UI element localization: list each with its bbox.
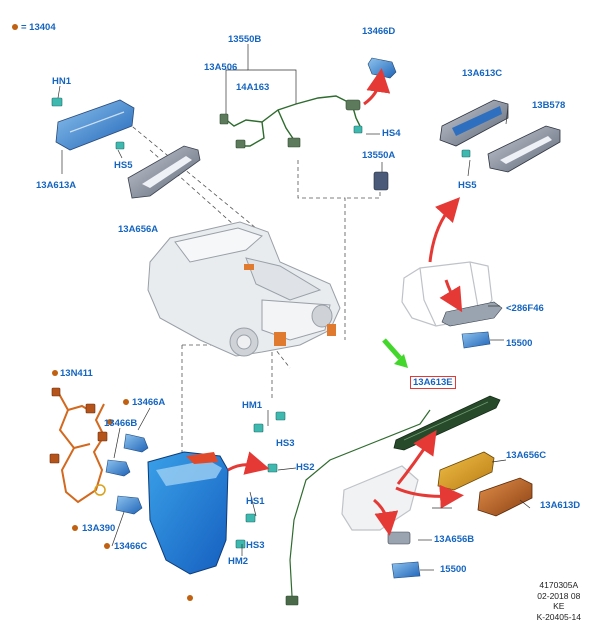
label-HS2: HS2: [296, 462, 315, 473]
label-15500-upper: 15500: [506, 338, 533, 349]
label-13N411: 13N411: [60, 368, 93, 379]
grommet-13A390: [94, 484, 106, 496]
label-13550B: 13550B: [228, 34, 262, 45]
drawing-date: 02-2018 08: [537, 590, 581, 601]
drawing-info: 4170305A 02-2018 08 KE K-20405-14: [537, 580, 581, 620]
bulb-15500-upper: [461, 331, 491, 349]
tail-lamp-housing: [147, 451, 229, 575]
lamp-13A656C: [437, 451, 495, 491]
label-13A506: 13A506: [204, 62, 238, 73]
label-13A613D: 13A613D: [540, 500, 581, 511]
legend-text: = 13404: [21, 22, 56, 33]
ref-dots: [52, 370, 129, 549]
label-13466B: 13466B: [104, 418, 138, 429]
bulbs-13466: [105, 433, 149, 515]
label-13A656A: 13A656A: [118, 224, 159, 235]
bracket-286F46: [441, 301, 503, 327]
label-13A390: 13A390: [82, 523, 116, 534]
label-HS5-right: HS5: [458, 180, 477, 191]
screw-dot: [187, 595, 193, 601]
label-HS4: HS4: [382, 128, 401, 139]
label-13A613C: 13A613C: [462, 68, 503, 79]
drawing-ref: K-20405-14: [536, 611, 581, 620]
label-13466A: 13466A: [132, 397, 166, 408]
label-13B578: 13B578: [532, 100, 566, 111]
harness-connectors: [219, 99, 361, 149]
label-HS3-upper: HS3: [276, 438, 295, 449]
label-HM1: HM1: [242, 400, 263, 411]
harness-13N411-connectors: [49, 387, 108, 464]
label-14A163: 14A163: [236, 82, 270, 93]
legend: = 13404: [12, 22, 56, 33]
label-286F46: <286F46: [506, 303, 544, 314]
green-arrow: [382, 338, 408, 368]
label-HN1: HN1: [52, 76, 72, 87]
part-13A656B: [387, 531, 411, 545]
socket-13550A: [373, 171, 389, 191]
label-13A613A: 13A613A: [36, 180, 77, 191]
brake-lamp-bar-13A613E: [393, 395, 501, 451]
lamp-13A613D: [477, 477, 533, 517]
label-13A613E-highlighted: 13A613E: [410, 376, 456, 389]
label-HM2: HM2: [228, 556, 249, 567]
lamp-cover-13A656A: [127, 145, 201, 199]
label-leaders: [57, 44, 531, 571]
high-mount-wire: [289, 409, 431, 597]
cover-13B578: [487, 125, 561, 173]
fasteners: [51, 97, 471, 549]
bulb-13466D: [367, 57, 397, 79]
red-arrows: [227, 68, 464, 536]
label-13550A: 13550A: [362, 150, 396, 161]
label-HS3-lower: HS3: [246, 540, 265, 551]
label-HS1: HS1: [246, 496, 265, 507]
label-13A656C: 13A656C: [506, 450, 547, 461]
roof-lamp-13A613A: [55, 99, 135, 151]
label-13466C: 13466C: [114, 541, 148, 552]
pickup-truck: [147, 221, 341, 357]
drawing-number: 4170305A: [539, 580, 579, 590]
label-15500-lower: 15500: [440, 564, 467, 575]
tailgate-outline: [341, 465, 419, 531]
label-13A656B: 13A656B: [434, 534, 475, 545]
wire-connector: [285, 595, 299, 606]
bulb-15500-lower: [391, 561, 421, 579]
drawing-code: KE: [553, 601, 565, 611]
roof-lamp-13A613C: [439, 99, 509, 147]
legend-marker: [12, 24, 18, 31]
label-HS5-left: HS5: [114, 160, 133, 171]
label-13466D: 13466D: [362, 26, 396, 37]
